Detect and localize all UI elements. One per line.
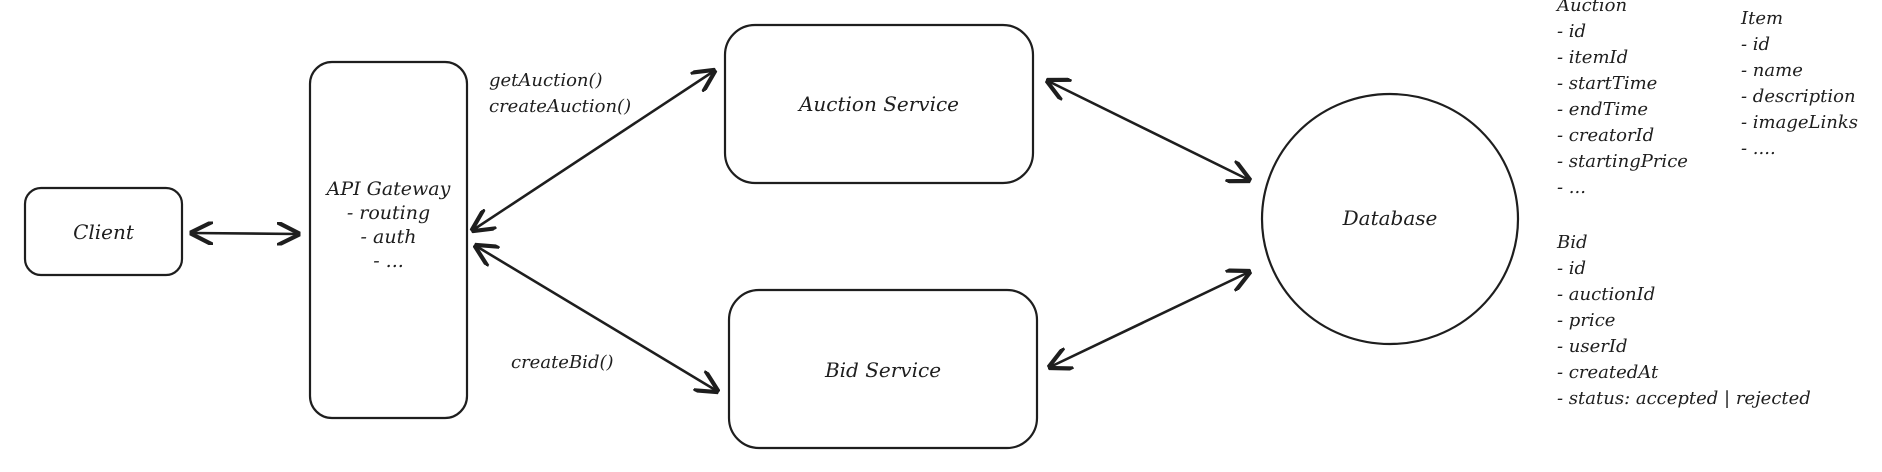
entity-field: - name: [1741, 60, 1803, 81]
entity-field: - startTime: [1557, 73, 1658, 94]
auction-database-arrow: [1048, 81, 1249, 180]
bid-entity: Bid - id - auctionId - price - userId - …: [1557, 230, 1811, 412]
method-name: getAuction(): [489, 70, 603, 91]
entity-field: - itemId: [1557, 47, 1629, 68]
entity-field: - status: accepted | rejected: [1557, 388, 1811, 409]
entity-field: - imageLinks: [1741, 112, 1858, 133]
api-gateway-line: - ...: [373, 250, 404, 272]
method-name: createAuction(): [489, 96, 632, 117]
entity-field: - createdAt: [1557, 362, 1659, 383]
gateway-bid-arrow: [476, 246, 717, 391]
database-circle: [1260, 92, 1520, 346]
auction-methods-label: getAuction() createAuction(): [489, 68, 631, 120]
auction-entity: Auction - id - itemId - startTime - endT…: [1557, 0, 1688, 201]
entity-field: - creatorId: [1557, 125, 1655, 146]
api-gateway-text: API Gateway - routing - auth - ...: [310, 177, 467, 273]
method-name: createBid(): [511, 352, 614, 373]
bid-service-box: [727, 288, 1039, 450]
entity-field: - id: [1557, 21, 1587, 42]
bid-methods-label: createBid(): [511, 350, 614, 376]
api-gateway-box: [308, 60, 469, 420]
entity-field: - description: [1741, 86, 1856, 107]
entity-title: Auction: [1557, 0, 1628, 16]
gateway-auction-arrow: [473, 71, 714, 230]
entity-field: - id: [1741, 34, 1771, 55]
entity-field: - auctionId: [1557, 284, 1656, 305]
database-label: Database: [1342, 206, 1438, 230]
client-box: [23, 186, 184, 277]
entity-field: - id: [1557, 258, 1587, 279]
bid-database-arrow: [1050, 272, 1249, 367]
entity-field: - price: [1557, 310, 1616, 331]
entity-field: - ...: [1557, 177, 1586, 198]
api-gateway-line: - auth: [360, 226, 417, 248]
entity-title: Bid: [1557, 232, 1588, 253]
client-label: Client: [73, 220, 134, 244]
api-gateway-line: - routing: [346, 202, 431, 224]
item-entity: Item - id - name - description - imageLi…: [1741, 6, 1858, 162]
entity-field: - startingPrice: [1557, 151, 1688, 172]
entity-field: - ....: [1741, 138, 1776, 159]
bid-service-label: Bid Service: [824, 358, 942, 382]
auction-service-box: [723, 23, 1035, 185]
auction-service-label: Auction Service: [798, 92, 960, 116]
entity-field: - userId: [1557, 336, 1628, 357]
entity-field: - endTime: [1557, 99, 1649, 120]
entity-title: Item: [1741, 8, 1784, 29]
client-gateway-arrow: [192, 233, 298, 234]
api-gateway-title: API Gateway: [326, 178, 451, 200]
